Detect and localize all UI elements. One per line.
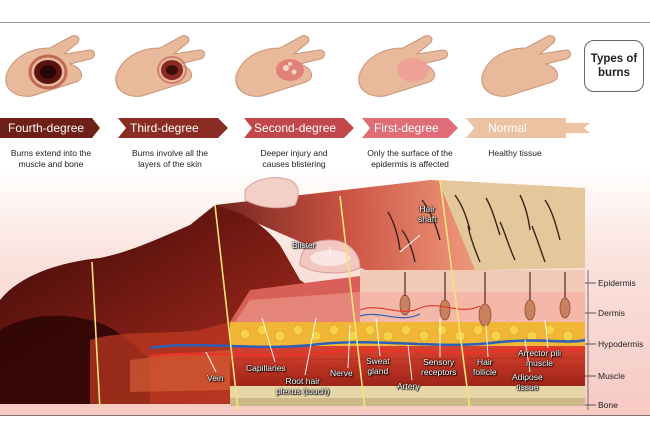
banner-first-degree — [362, 118, 458, 138]
banner-fourth-degree — [0, 118, 100, 138]
normal-description: Healthy tissue — [488, 148, 542, 158]
layer-label-dermis: Dermis — [598, 308, 625, 318]
hand-third-degree — [115, 35, 205, 97]
title-line-2: burns — [598, 67, 630, 79]
hand-fourth-degree — [5, 35, 95, 97]
first-degree-label: First-degree — [374, 121, 439, 135]
second-degree-label: Second-degree — [254, 121, 337, 135]
normal-label: Normal — [488, 121, 527, 135]
capillaries-label: Capillaries — [246, 363, 286, 373]
hand-normal — [481, 35, 571, 97]
third-degree-label: Third-degree — [130, 121, 199, 135]
layer-label-bone: Bone — [598, 400, 618, 410]
artery-label: Artery — [397, 381, 420, 391]
vein-label: Vein — [207, 373, 224, 383]
blister-label: Blister — [292, 240, 316, 250]
banner-second-degree — [244, 118, 354, 138]
layer-label-hypodermis: Hypodermis — [598, 339, 644, 349]
banner-normal — [466, 118, 590, 138]
title-line-1: Types of — [590, 53, 638, 65]
hand-second-degree — [235, 35, 325, 97]
layer-label-muscle: Muscle — [598, 371, 625, 381]
hand-first-degree — [358, 35, 448, 97]
fourth-degree-label: Fourth-degree — [8, 121, 85, 135]
diagram-title: Types of burns — [584, 40, 644, 92]
banner-third-degree — [118, 118, 228, 138]
layer-label-epidermis: Epidermis — [598, 278, 636, 288]
bottom-divider — [0, 415, 650, 416]
nerve-label: Nerve — [330, 368, 353, 378]
top-divider — [0, 22, 650, 23]
